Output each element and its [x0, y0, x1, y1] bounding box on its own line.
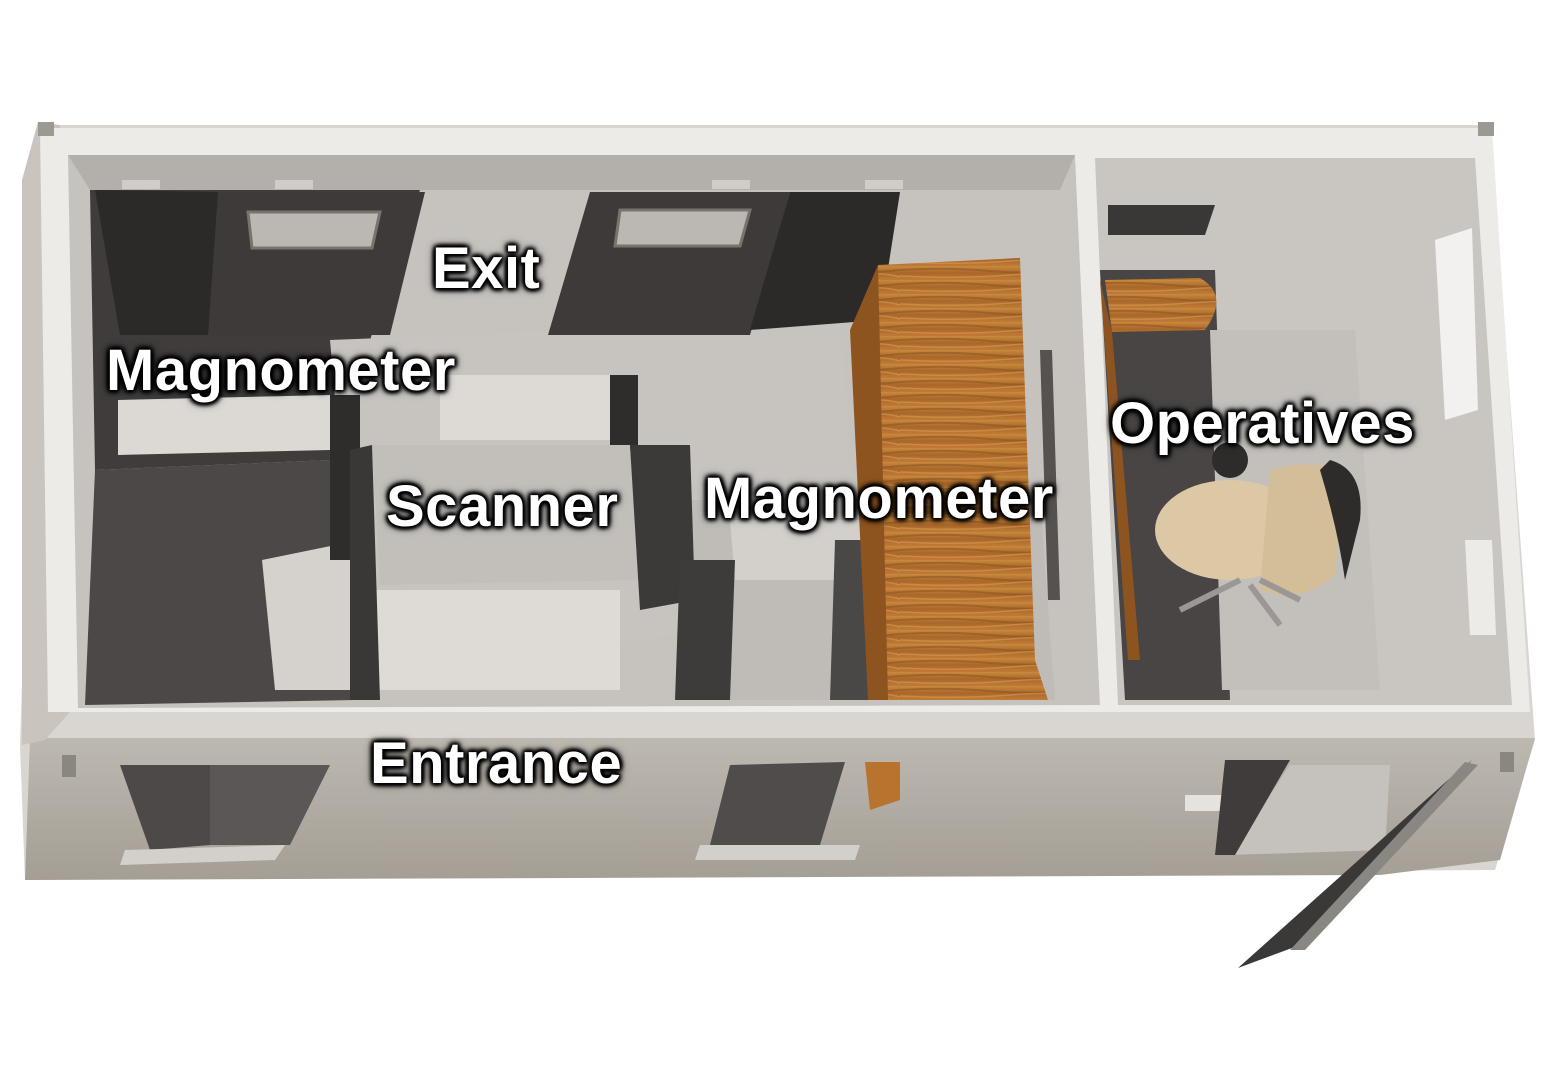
operative-chair — [1155, 442, 1361, 627]
label-magnometer-right: Magnometer — [704, 466, 1054, 531]
label-scanner: Scanner — [386, 474, 619, 539]
exit-booth-left — [95, 180, 425, 335]
partition-wall — [1075, 155, 1118, 705]
corner-posts — [38, 122, 1514, 777]
label-magnometer-left: Magnometer — [106, 338, 456, 403]
exit-booth-right — [548, 180, 903, 335]
open-door — [1238, 760, 1478, 968]
label-entrance: Entrance — [370, 731, 623, 796]
wooden-counter — [850, 258, 1060, 700]
label-operatives: Operatives — [1110, 391, 1415, 456]
entrance-openings — [120, 760, 1390, 865]
scanner-unit — [350, 445, 695, 700]
label-exit: Exit — [432, 236, 541, 301]
